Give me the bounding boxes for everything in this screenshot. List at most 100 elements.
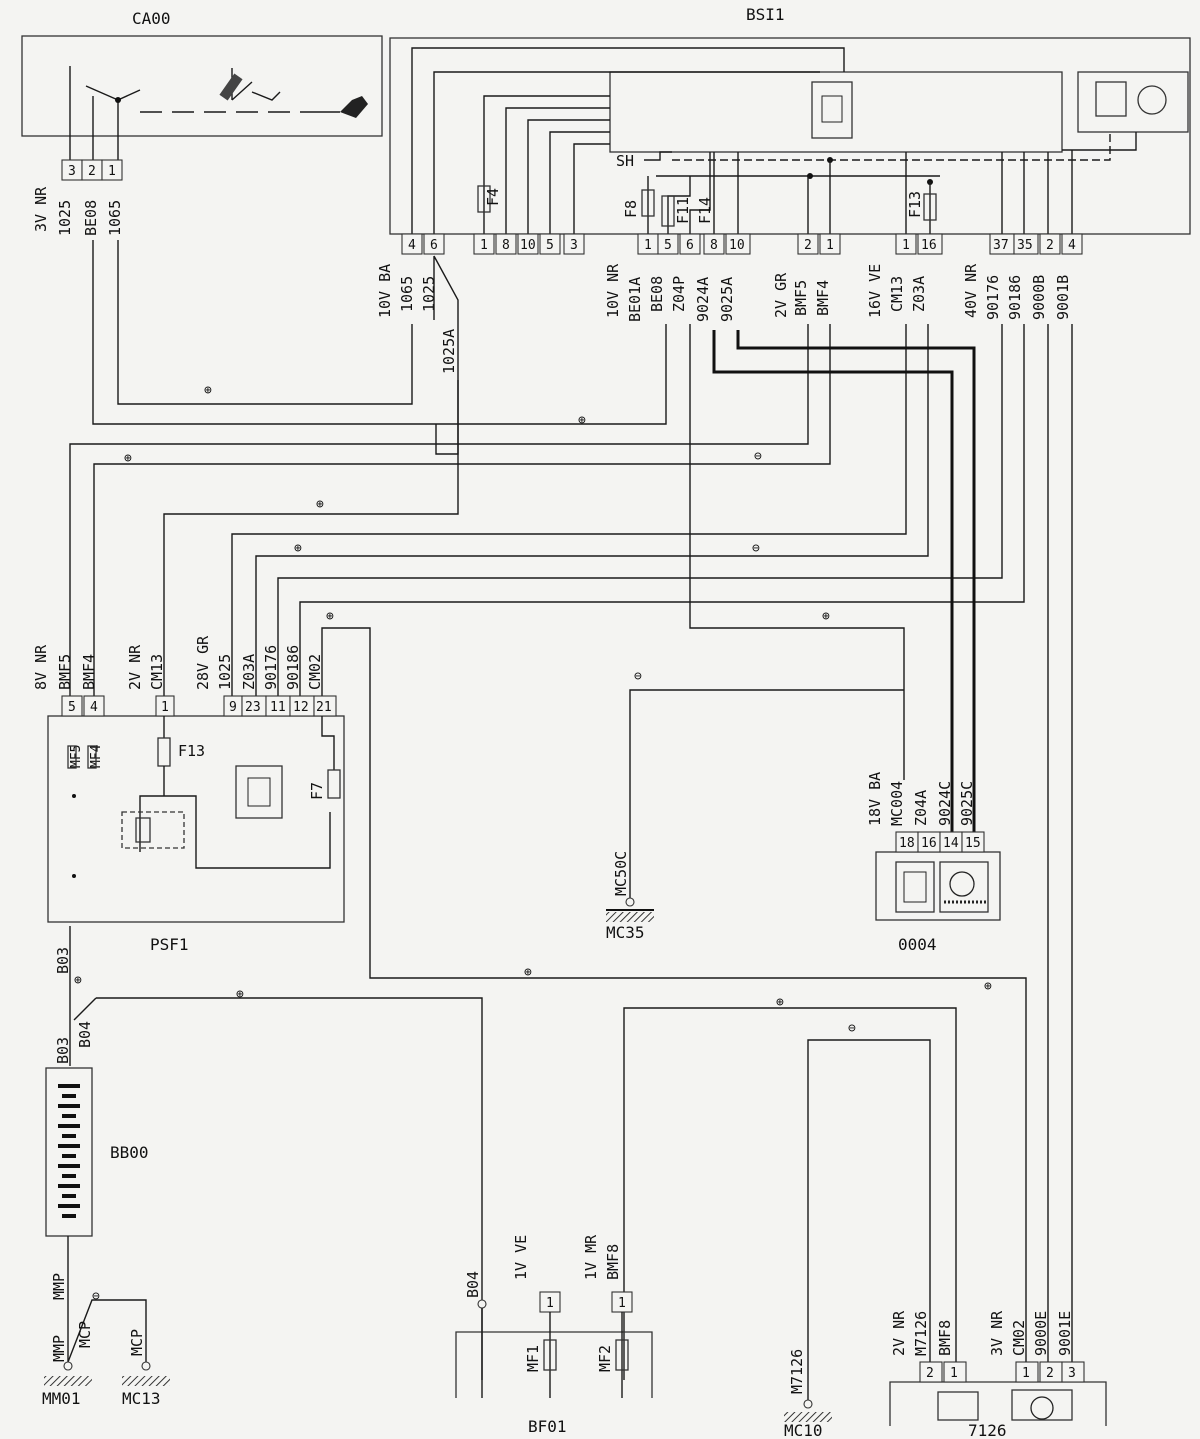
psf1-b03-label: B03 <box>54 947 72 974</box>
bsi1-wire-bmf4: BMF4 <box>814 280 832 316</box>
bsi1-40vnr-pin-2: 2 <box>1046 238 1054 253</box>
bf01-mf1: MF1 <box>524 1345 542 1372</box>
bsi1-wire-9000b: 9000B <box>1030 275 1048 320</box>
bsi1-16vve-pin-16: 16 <box>921 238 937 253</box>
psf1-wire-90176: 90176 <box>262 645 280 690</box>
c0004-pin-18: 18 <box>899 836 915 851</box>
mc35-wire-label: MC50C <box>612 851 630 896</box>
c7126-label: 7126 <box>968 1421 1007 1439</box>
c7126-3vnr-pin-1: 1 <box>1022 1366 1030 1381</box>
neg-marker-4: ⊖ <box>848 1021 856 1036</box>
psf1-chip-icon <box>235 765 283 819</box>
battery-wire-mmp: MMP <box>50 1273 68 1300</box>
ca00-connector: 3 2 1 3V NR 1025 BE08 1065 <box>32 159 124 236</box>
pos-marker-3: ⊕ <box>124 451 132 466</box>
ca00-label: CA00 <box>132 9 171 28</box>
mc10-wire-label: M7126 <box>788 1349 806 1394</box>
bsi1-wire-bmf5: BMF5 <box>792 280 810 316</box>
bf01-c2-label: 1V MR <box>582 1234 600 1280</box>
psf1-28vgr-pin-9: 9 <box>229 700 237 715</box>
c0004-module: 0004 18 16 14 15 18V BA MC004 Z04A 9024C… <box>866 772 1001 954</box>
c7126-3vnr-pin-3: 3 <box>1068 1366 1076 1381</box>
fuse-f11: F11 <box>674 197 692 224</box>
ca00-wire-be08: BE08 <box>82 200 100 236</box>
fuse-f13-bsi: F13 <box>906 191 924 218</box>
mc35-ground: MC50C MC35 <box>606 851 654 942</box>
bf01-mf2: MF2 <box>596 1345 614 1372</box>
bsi1-wire-be01a: BE01A <box>626 277 644 322</box>
c7126-3vnr-label: 3V NR <box>988 1310 1006 1356</box>
bsi1-inner-pin-8: 8 <box>502 238 510 253</box>
bsi1-wire-9001b: 9001B <box>1054 275 1072 320</box>
bf01-c2-pin: 1 <box>618 1296 626 1311</box>
c0004-wire-9025c: 9025C <box>958 781 976 826</box>
bsi1-16vve-pin-1: 1 <box>902 238 910 253</box>
c7126-3vnr-pin-2: 2 <box>1046 1366 1054 1381</box>
bsi1-10vnr-pin-1: 1 <box>644 238 652 253</box>
ca00-pin-2: 2 <box>88 164 96 179</box>
neg-marker-3: ⊖ <box>634 669 642 684</box>
c0004-label: 0004 <box>898 935 937 954</box>
psf1-28vgr-pin-12: 12 <box>293 700 309 715</box>
bsi1-10vnr-pin-5: 5 <box>664 238 672 253</box>
pos-marker-10: ⊕ <box>524 965 532 980</box>
key-icon <box>340 96 368 118</box>
psf1-fuse-f13: F13 <box>178 742 205 760</box>
mc10-ground: M7126 MC10 <box>784 1349 832 1439</box>
bsi1-40vnr-pin-35: 35 <box>1017 238 1033 253</box>
mc13-wire-label: MCP <box>76 1321 94 1348</box>
mc13-drop-label: MCP <box>128 1329 146 1356</box>
bsi1-fuses: F4 F8 F11 F14 F13 <box>477 185 937 227</box>
fuse-f4: F4 <box>484 188 502 206</box>
mc10-label: MC10 <box>784 1421 823 1439</box>
c7126-wire-m7126: M7126 <box>912 1311 930 1356</box>
c0004-pin-14: 14 <box>943 836 959 851</box>
psf1-wire-z03a: Z03A <box>240 654 258 690</box>
psf1-8vnr-pin-4: 4 <box>90 700 98 715</box>
bsi1-10vnr-label: 10V NR <box>604 263 622 318</box>
bsi1-wire-1065: 1065 <box>398 276 416 312</box>
bsi1-internal-wires <box>411 47 1073 234</box>
bf01-c1-pin: 1 <box>546 1296 554 1311</box>
ca00-wire-1065: 1065 <box>106 200 124 236</box>
bsi1-sh-label: SH <box>616 152 634 170</box>
ca00-pin-3: 3 <box>68 164 76 179</box>
psf1-28vgr-label: 28V GR <box>194 635 212 690</box>
bsi1-2vgr-pin-1: 1 <box>826 238 834 253</box>
bsi1-wire-9025a: 9025A <box>718 277 736 322</box>
c0004-wire-mc004: MC004 <box>888 781 906 826</box>
psf1-wire-bmf5: BMF5 <box>56 654 74 690</box>
bsi1-chip2-icon <box>1095 81 1127 117</box>
bsi1-wire-1025a: 1025A <box>440 329 458 374</box>
c7126-2vnr-label: 2V NR <box>890 1310 908 1356</box>
fuse-f14: F14 <box>696 197 714 224</box>
psf1-wire-cm02: CM02 <box>306 654 324 690</box>
pos-marker-11: ⊕ <box>776 995 784 1010</box>
c0004-label-18vba: 18V BA <box>866 772 884 826</box>
psf1-label: PSF1 <box>150 935 189 954</box>
bsi1-10vba-pin-6: 6 <box>430 238 438 253</box>
ca00-wire-1025: 1025 <box>56 200 74 236</box>
psf1-2vnr-label: 2V NR <box>126 644 144 690</box>
bb00-battery: B03 B03 B04 BB00 MMP <box>45 947 149 1362</box>
bsi1-inner-pin-5: 5 <box>546 238 554 253</box>
ca00-pin-1: 1 <box>108 164 116 179</box>
bf01-label: BF01 <box>528 1417 567 1436</box>
pos-marker-12: ⊕ <box>984 979 992 994</box>
bf01-c1-label: 1V VE <box>512 1235 530 1280</box>
c0004-pin-15: 15 <box>965 836 981 851</box>
bsi1-10vnr-pin-6: 6 <box>686 238 694 253</box>
pos-marker-8: ⊕ <box>74 973 82 988</box>
psf1-28vgr-pin-11: 11 <box>270 700 286 715</box>
ca00-ignition-switch: CA00 <box>21 9 383 160</box>
bsi1-wire-90176: 90176 <box>984 275 1002 320</box>
bsi1-label: BSI1 <box>746 5 785 24</box>
transistor-icon <box>1137 85 1167 115</box>
bsi1-10vba-pin-4: 4 <box>408 238 416 253</box>
bsi1-wire-z03a: Z03A <box>910 276 928 312</box>
bb00-label: BB00 <box>110 1143 149 1162</box>
bsi1-2vgr-pin-2: 2 <box>804 238 812 253</box>
bf01-wire-bmf8: BMF8 <box>604 1244 622 1280</box>
bsi1-40vnr-label: 40V NR <box>962 263 980 318</box>
